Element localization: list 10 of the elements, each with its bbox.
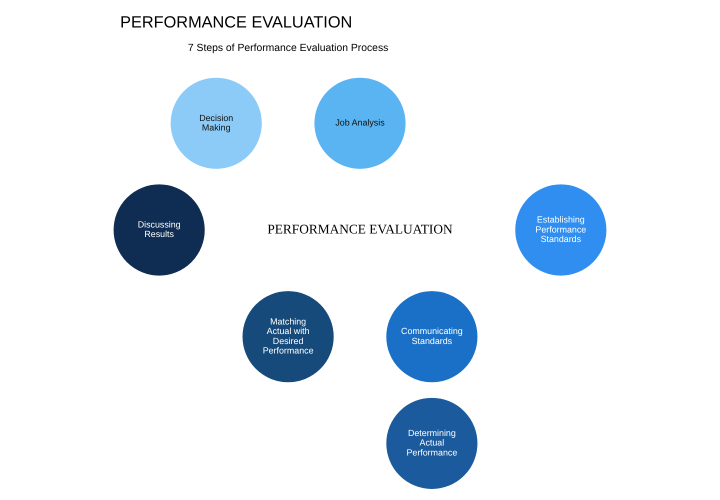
node-circle: Decision Making [170, 78, 262, 169]
node-circle: Establishing Performance Standards [515, 184, 606, 276]
label: PERFORMANCE EVALUATION [267, 221, 453, 236]
node-circle: Job Analysis [314, 78, 406, 169]
diagram-title: PERFORMANCE EVALUATION [120, 13, 352, 32]
node-circle: Determining Actual Performance [386, 398, 478, 489]
node-circle: Matching Actual with Desired Performance [242, 291, 334, 382]
node-circle: Discussing Results [114, 184, 205, 276]
node-circle: Communicating Standards [386, 291, 478, 382]
label: 7 Steps of Performance Evaluation Process [188, 43, 388, 54]
